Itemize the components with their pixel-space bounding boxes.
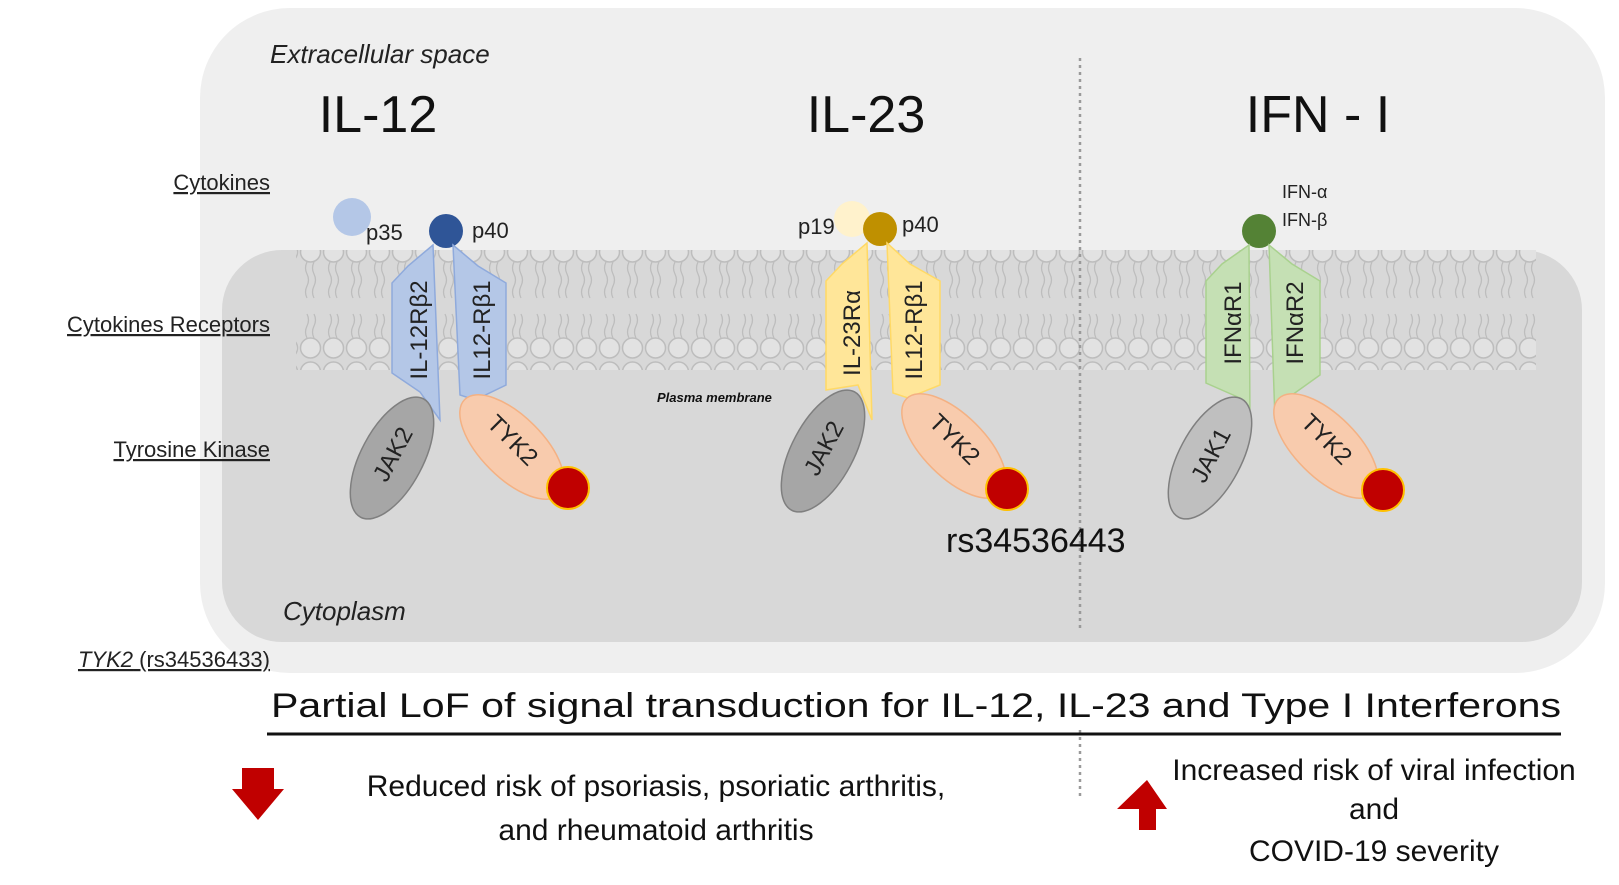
receptor-a [391, 243, 441, 423]
membrane-label: Plasma membrane [657, 390, 772, 405]
pathway-title: IFN - I [1246, 86, 1390, 144]
kinase-jak [1167, 396, 1253, 520]
increased-risk-line3: COVID-19 severity [1249, 835, 1499, 868]
ligand-p40 [429, 214, 463, 248]
receptor-label-a: IL-23Rα [839, 290, 866, 376]
receptor-label-b: IL12-Rβ1 [901, 280, 928, 379]
ligand-p19 [834, 201, 870, 237]
row-label-gene: TYK2 (rs34536433) [78, 647, 270, 672]
row-label-receptors: Cytokines Receptors [67, 312, 270, 337]
extracellular-label: Extracellular space [270, 39, 490, 69]
receptor-a [825, 241, 873, 421]
variant-dot [985, 467, 1029, 511]
increased-risk-line1: Increased risk of viral infection [1172, 754, 1576, 787]
receptor-label-a: IL-12Rβ2 [406, 280, 433, 379]
receptor-label-a: IFNαR1 [1220, 281, 1247, 364]
ligand-ifn [1242, 214, 1276, 248]
arrow-down-icon [232, 768, 284, 820]
pathway-title: IL-12 [319, 86, 438, 144]
ligand-p40 [863, 212, 897, 246]
row-label-kinase: Tyrosine Kinase [113, 437, 270, 462]
kinase-jak [780, 389, 866, 513]
pathway-title: IL-23 [807, 86, 926, 144]
ligand-label-a: p19 [798, 214, 835, 239]
variant-label: rs34536443 [946, 522, 1126, 560]
kinase-jak [349, 396, 435, 520]
variant-dot [1361, 468, 1405, 512]
increased-risk-line2: and [1349, 793, 1399, 826]
pathway-ifn: IFN - I IFN-α IFN-β IFNαR1 IFNαR2 JAK1 T… [1167, 86, 1405, 520]
receptor-b [886, 241, 941, 399]
receptor-label-b: IL12-Rβ1 [469, 280, 496, 379]
ligand-label-b: IFN-β [1282, 210, 1327, 230]
reduced-risk-line2: and rheumatoid arthritis [498, 814, 813, 847]
arrow-up-icon [1117, 780, 1167, 830]
gene-name: TYK2 [78, 647, 133, 672]
variant-dot [546, 466, 590, 510]
ligand-label-a: IFN-α [1282, 182, 1327, 202]
ligand-label-b: p40 [472, 218, 509, 243]
row-label-cytokines: Cytokines [173, 170, 270, 195]
gene-variant: (rs34536433) [133, 647, 270, 672]
reduced-risk-line1: Reduced risk of psoriasis, psoriatic art… [367, 770, 946, 803]
ligand-label-b: p40 [902, 212, 939, 237]
ligand-label-a: p35 [366, 220, 403, 245]
receptor-b [452, 243, 507, 401]
ligand-p35 [333, 198, 371, 236]
cytoplasm-label: Cytoplasm [283, 596, 406, 626]
conclusion-text: Partial LoF of signal transduction for I… [271, 687, 1561, 725]
receptor-label-b: IFNαR2 [1282, 281, 1309, 364]
pathway-il23: IL-23 p19 p40 IL-23Rα IL12-Rβ1 JAK2 TYK2… [780, 86, 1126, 560]
